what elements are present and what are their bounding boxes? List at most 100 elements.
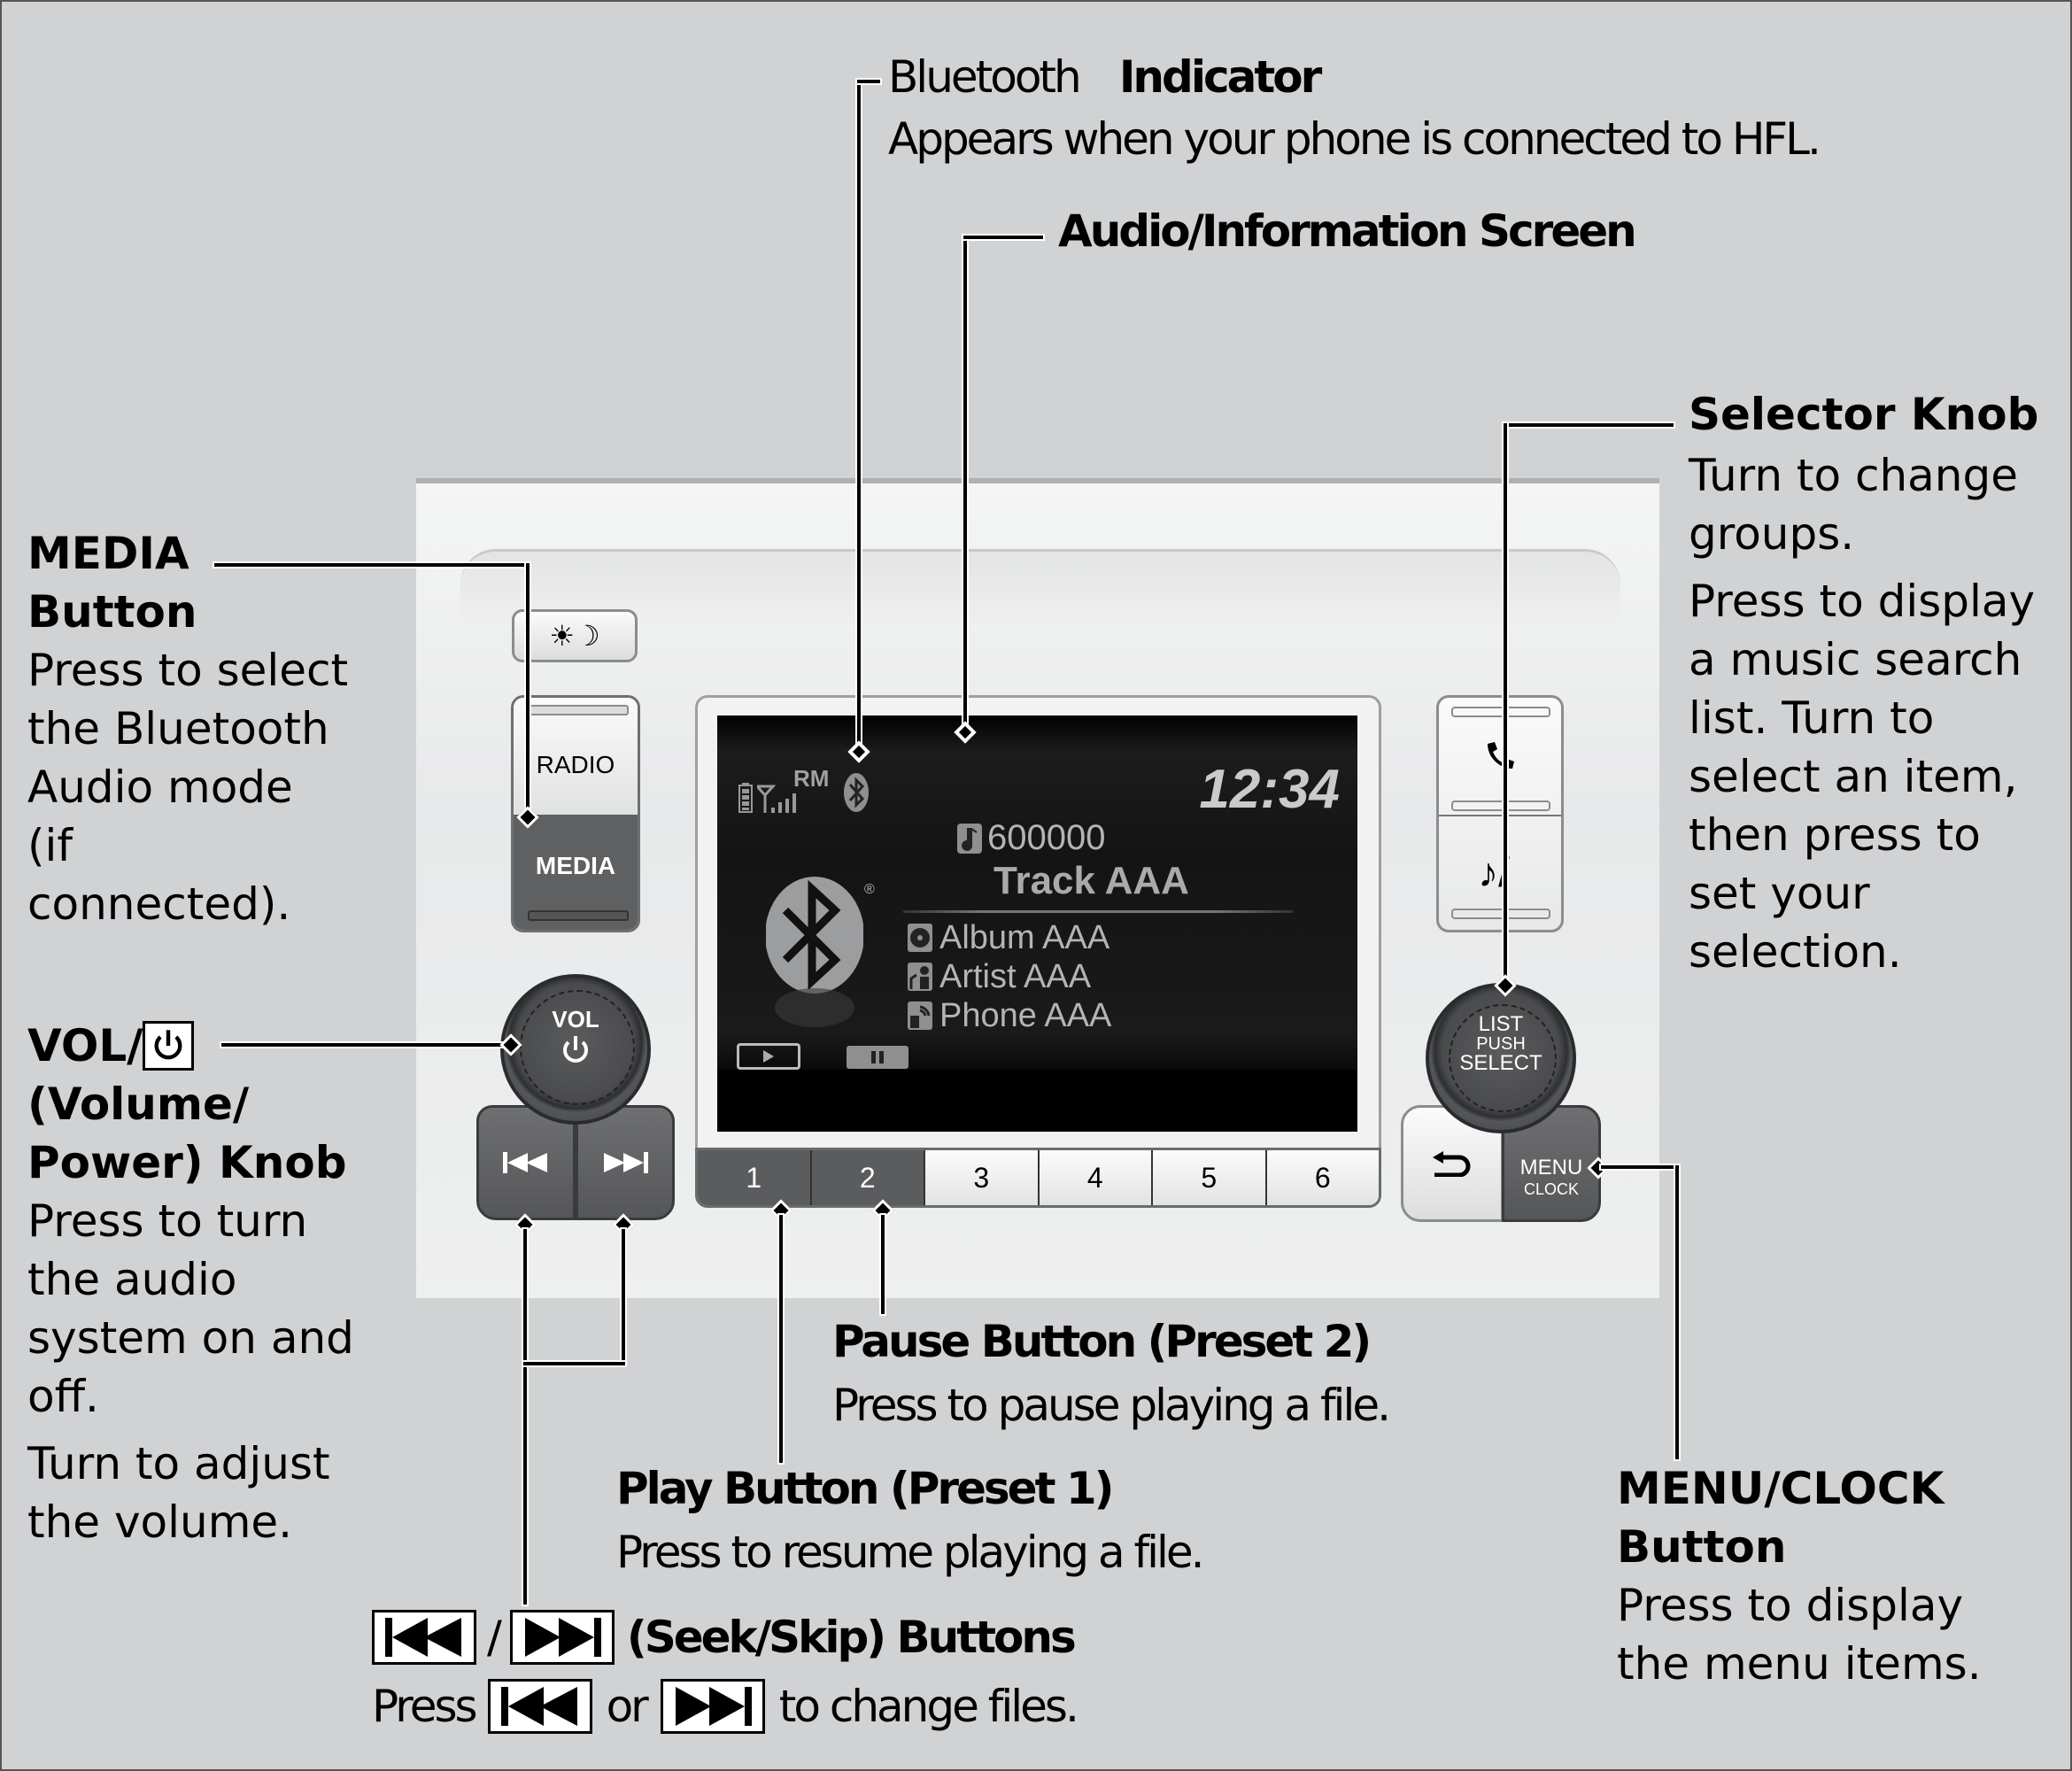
callout-desc-line: Press to select xyxy=(27,645,349,696)
music-note-icon xyxy=(957,824,982,854)
track-number: 600000 xyxy=(987,818,1106,857)
rm-label: RM xyxy=(793,765,830,792)
seek-back-callout-line xyxy=(523,1229,527,1605)
select-label: SELECT xyxy=(1459,1051,1542,1075)
pause-callout-line xyxy=(881,1215,885,1314)
screen-pause-indicator xyxy=(847,1046,908,1069)
seek-desc-suffix: to change files. xyxy=(778,1681,1079,1732)
seek-callout-title: (Seek/Skip) Buttons xyxy=(626,1612,1077,1663)
screen-item-phone[interactable]: Phone AAA xyxy=(908,997,1111,1034)
vol-label: VOL xyxy=(552,1006,599,1032)
track-title: Track AAA xyxy=(993,859,1189,902)
radio-media-button-group: RADIO MEDIA xyxy=(511,695,640,932)
preset-2-pause-button[interactable]: 2 xyxy=(811,1150,925,1205)
preset-4-button[interactable]: 4 xyxy=(1039,1150,1153,1205)
clock-display: 12:34 xyxy=(1199,759,1340,820)
bluetooth-callout-line-h xyxy=(857,80,880,83)
preset-1-play-button[interactable]: 1 xyxy=(698,1150,812,1205)
play-icon xyxy=(763,1050,774,1063)
bluetooth-logo-icon xyxy=(766,877,863,1027)
pause-callout-title: Pause Button (Preset 2) xyxy=(832,1316,1372,1367)
selector-callout-line-h xyxy=(1504,423,1674,427)
list-label: LIST xyxy=(1478,1012,1524,1036)
skip-forward-icon xyxy=(509,1610,615,1665)
vol-callout-title-3: Power) Knob xyxy=(27,1137,347,1188)
skip-forward-icon xyxy=(660,1679,765,1734)
screen-item-album[interactable]: Album AAA xyxy=(908,918,1110,956)
callout-desc-line: set your xyxy=(1689,868,1870,919)
phone-icon xyxy=(1488,742,1514,769)
preset-5-button[interactable]: 5 xyxy=(1153,1150,1267,1205)
preset-3-button[interactable]: 3 xyxy=(925,1150,1040,1205)
callout-desc-line: groups. xyxy=(1689,508,1855,560)
artist-icon xyxy=(908,963,932,991)
menu-callout-title-2: Button xyxy=(1617,1521,1787,1573)
phone-source-icon xyxy=(908,1002,932,1030)
play-button-callout: Play Button (Preset 1) Press to resume p… xyxy=(616,1463,1205,1578)
audio-information-screen: RM 12:34 600000 Track AAA ® Album AAA Ar… xyxy=(717,715,1357,1132)
volume-power-knob[interactable]: VOL xyxy=(500,974,651,1125)
panel-rim xyxy=(460,549,1620,623)
album-label: Album AAA xyxy=(939,918,1110,956)
menu-callout-title-1: MENU/CLOCK xyxy=(1617,1463,1944,1514)
radio-label: RADIO xyxy=(536,751,615,778)
selector-callout-title: Selector Knob xyxy=(1689,389,2039,440)
bluetooth-callout-line xyxy=(857,80,861,753)
callout-desc-line: the volume. xyxy=(27,1496,293,1548)
callout-desc-line: the menu items. xyxy=(1617,1638,1982,1690)
play-callout-desc: Press to resume playing a file. xyxy=(616,1527,1205,1578)
preset-6-button[interactable]: 6 xyxy=(1266,1150,1379,1205)
callout-desc-line: then press to xyxy=(1689,809,1981,861)
media-button[interactable]: MEDIA xyxy=(514,815,638,930)
screen-callout-line xyxy=(963,236,967,731)
screen-item-artist[interactable]: Artist AAA xyxy=(908,957,1092,995)
clock-label: CLOCK xyxy=(1523,1179,1579,1198)
play-callout-line xyxy=(779,1215,783,1463)
radio-button[interactable]: RADIO xyxy=(514,698,638,815)
play-callout-title: Play Button (Preset 1) xyxy=(616,1463,1115,1514)
callout-desc-line: Press to display xyxy=(1689,576,2036,627)
bluetooth-callout-title-light: Bluetooth xyxy=(888,51,1082,103)
screen-callout-line-h xyxy=(963,236,1043,239)
menu-callout-line xyxy=(1675,1165,1679,1459)
preset-label: 3 xyxy=(973,1161,990,1194)
artist-label: Artist AAA xyxy=(939,957,1092,995)
preset-label: 6 xyxy=(1314,1161,1331,1194)
signal-icon xyxy=(757,785,796,813)
bluetooth-icon xyxy=(844,773,869,812)
callout-desc-line: system on and xyxy=(27,1312,354,1364)
seek-join-line xyxy=(523,1362,625,1365)
seek-desc-prefix: Press xyxy=(372,1681,478,1732)
callout-desc-line: Press to turn xyxy=(27,1195,308,1247)
pause-callout-desc: Press to pause playing a file. xyxy=(832,1380,1391,1431)
seek-title-sep: / xyxy=(487,1612,502,1663)
skip-back-icon xyxy=(372,1610,476,1665)
skip-back-icon xyxy=(503,1152,547,1173)
phone-button[interactable] xyxy=(1439,698,1561,816)
callout-desc-line: the audio xyxy=(27,1254,237,1305)
skip-forward-icon xyxy=(604,1152,648,1173)
vol-callout-title-1: VOL/ xyxy=(27,1017,354,1075)
day-night-button[interactable]: ☀☽ xyxy=(512,609,638,662)
selector-knob[interactable]: LIST PUSH SELECT xyxy=(1426,983,1576,1133)
bluetooth-callout-desc: Appears when your phone is connected to … xyxy=(888,113,1821,165)
album-icon xyxy=(908,924,932,952)
media-callout-line-h xyxy=(214,563,530,567)
seek-forward-callout-line xyxy=(622,1229,625,1365)
music-button[interactable]: ♪/ xyxy=(1439,815,1561,930)
screen-callout-title: Audio/Information Screen xyxy=(1058,205,1637,257)
registered-mark: ® xyxy=(864,882,875,897)
media-callout-title-1: MEDIA xyxy=(27,528,189,579)
preset-label: 5 xyxy=(1201,1161,1218,1194)
seek-skip-callout: / (Seek/Skip) Buttons Press or to change… xyxy=(372,1610,1079,1734)
callout-desc-line: Turn to adjust xyxy=(27,1438,330,1489)
callout-desc-line: a music search xyxy=(1689,634,2022,685)
screen-play-indicator xyxy=(737,1043,800,1070)
pause-icon xyxy=(871,1051,884,1063)
